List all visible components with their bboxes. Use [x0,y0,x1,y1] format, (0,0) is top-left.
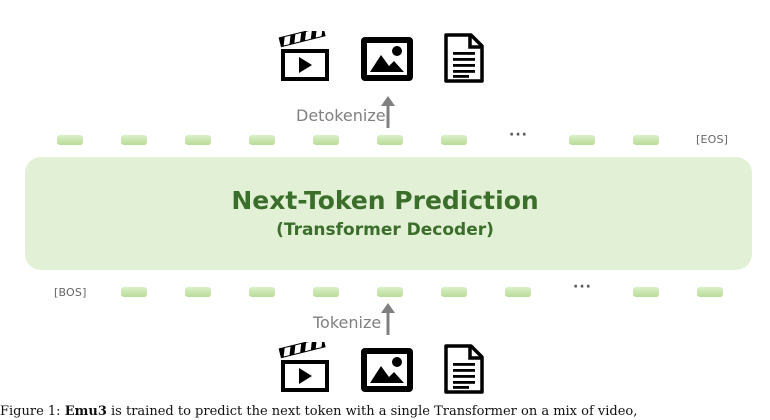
tokenize-arrow [380,302,396,340]
output-token [313,135,339,145]
caption-text: is trained to predict the next token wit… [106,404,638,419]
detokenize-label: Detokenize [296,106,386,125]
output-token [121,135,147,145]
output-token [569,135,595,145]
input-token [249,287,275,297]
input-token [185,287,211,297]
output-token [185,135,211,145]
bos-token-label: [BOS] [54,286,87,299]
output-token [57,135,83,145]
output-token [249,135,275,145]
document-icon [443,343,485,395]
image-icon [359,35,415,83]
video-clapperboard-icon [278,342,332,394]
output-token [633,135,659,145]
eos-token-label: [EOS] [696,133,729,146]
input-token [441,287,467,297]
output-token [441,135,467,145]
detokenize-arrow [380,95,396,133]
model-title: Next-Token Prediction [231,186,539,215]
output-ellipsis: ··· [509,127,528,143]
transformer-decoder-box [25,157,752,270]
video-clapperboard-icon [278,31,332,83]
figure-caption: Figure 1: Emu3 is trained to predict the… [0,404,770,420]
image-icon [359,346,415,394]
input-token [313,287,339,297]
output-token [377,135,403,145]
input-token [633,287,659,297]
figure-label: Figure 1: [0,404,61,419]
input-ellipsis: ··· [573,279,592,295]
document-icon [443,32,485,84]
tokenize-label: Tokenize [313,313,382,332]
input-token [505,287,531,297]
input-token [121,287,147,297]
model-subtitle: (Transformer Decoder) [276,220,494,240]
input-token [697,287,723,297]
model-name: Emu3 [64,404,107,419]
input-token [377,287,403,297]
